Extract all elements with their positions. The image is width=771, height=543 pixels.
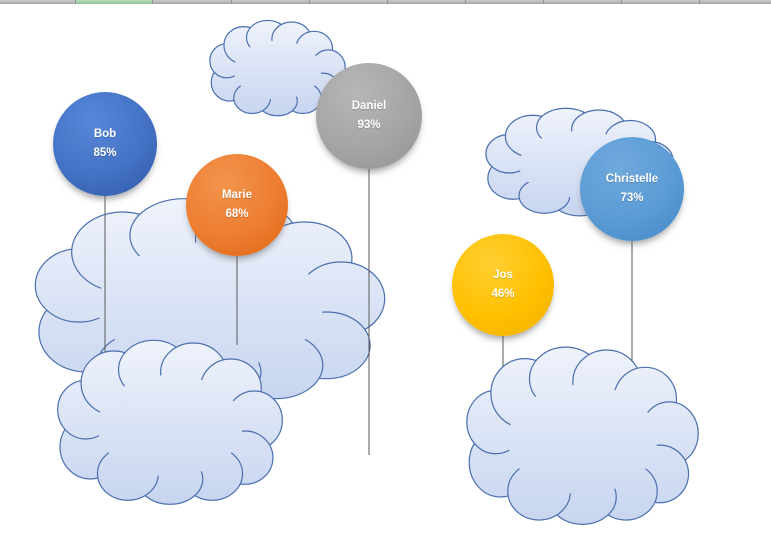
balloon-marie[interactable]: Marie 68%	[186, 154, 288, 256]
balloon-percentage: 68%	[225, 208, 249, 220]
column-header-strip	[0, 0, 771, 4]
column-separator-tick	[309, 0, 310, 4]
balloon-jos[interactable]: Jos 46%	[452, 234, 554, 336]
balloon-label: Christelle	[605, 173, 659, 185]
cloud-bottom-left[interactable]	[56, 339, 284, 506]
balloon-label: Jos	[493, 269, 513, 281]
balloon-bob[interactable]: Bob 85%	[53, 92, 157, 196]
balloon-percentage: 46%	[491, 288, 515, 300]
cloud-bottom-right[interactable]	[465, 346, 700, 526]
balloon-label: Daniel	[351, 100, 387, 112]
column-separator-tick	[387, 0, 388, 4]
balloon-daniel[interactable]: Daniel 93%	[316, 63, 422, 169]
balloon-percentage: 73%	[620, 192, 644, 204]
balloon-christelle[interactable]: Christelle 73%	[580, 137, 684, 241]
balloon-label: Marie	[221, 189, 253, 201]
column-separator-tick	[231, 0, 232, 4]
column-separator-tick	[699, 0, 700, 4]
balloon-label: Bob	[93, 128, 117, 140]
column-separator-tick	[465, 0, 466, 4]
balloon-percentage: 85%	[93, 147, 117, 159]
selected-column-header-highlight[interactable]	[75, 0, 153, 4]
column-separator-tick	[621, 0, 622, 4]
column-separator-tick	[543, 0, 544, 4]
balloon-percentage: 93%	[357, 119, 381, 131]
